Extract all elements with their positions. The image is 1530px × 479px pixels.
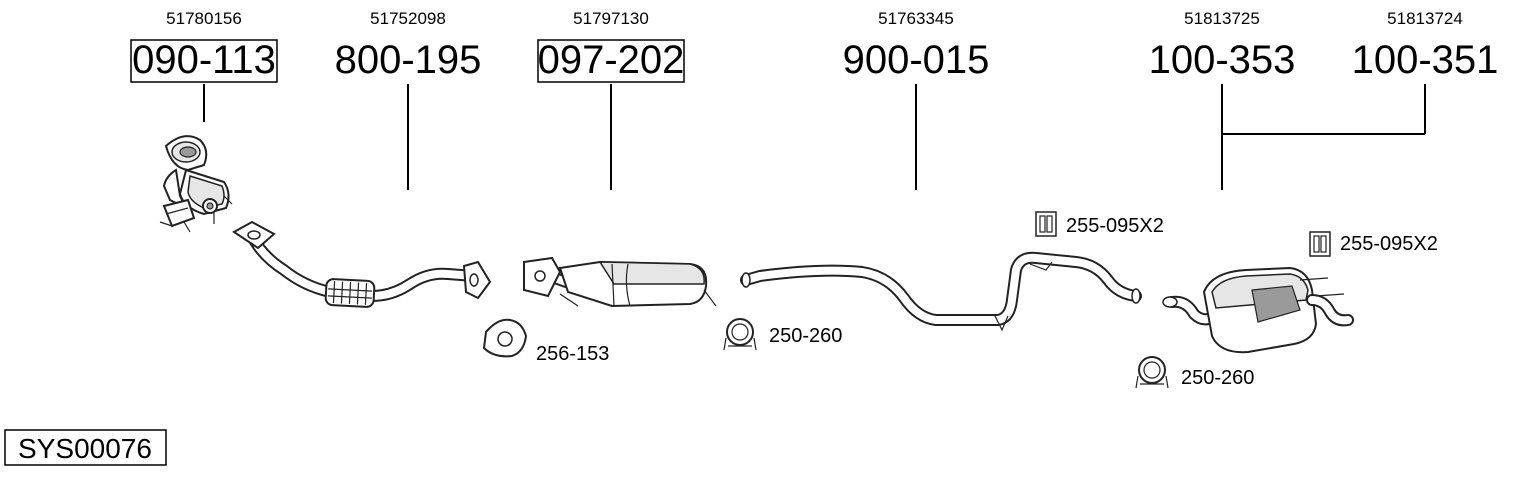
part-number-4[interactable]: 900-015: [843, 38, 990, 82]
rubber-hanger-icon: [1035, 211, 1057, 237]
accessory-label-3: 255-095X2: [1066, 215, 1164, 237]
middle-pipe-drawing[interactable]: [740, 251, 1142, 332]
part-number-3-box: [537, 39, 685, 83]
catalytic-converter-drawing[interactable]: [159, 135, 233, 233]
accessory-label-2: 250-260: [769, 325, 842, 347]
oem-number-6: 51813724: [1387, 9, 1463, 28]
clamp-250-260-b[interactable]: 250-260: [1135, 356, 1254, 389]
accessory-label-5: 250-260: [1181, 367, 1254, 389]
hanger-255-095x2-a[interactable]: 255-095X2: [1035, 211, 1164, 237]
part-number-2[interactable]: 800-195: [335, 38, 482, 82]
leader-lines: [203, 84, 1426, 190]
accessory-label-4: 255-095X2: [1340, 233, 1438, 255]
part-number-6[interactable]: 100-351: [1352, 38, 1499, 82]
gasket-256-153[interactable]: 256-153: [482, 318, 609, 365]
accessory-label-1: 256-153: [536, 343, 609, 365]
oem-number-5: 51813725: [1184, 9, 1260, 28]
hanger-255-095x2-b[interactable]: 255-095X2: [1309, 231, 1438, 257]
part-number-1-box: [130, 39, 278, 83]
part-number-1[interactable]: 090-113: [132, 38, 276, 82]
front-pipe-drawing[interactable]: [232, 220, 492, 308]
system-code-box: [4, 429, 167, 466]
part-number-5[interactable]: 100-353: [1149, 38, 1296, 82]
clamp-250-260-a[interactable]: 250-260: [723, 318, 842, 351]
rubber-hanger-icon: [1309, 231, 1331, 257]
part-number-3[interactable]: 097-202: [538, 38, 685, 82]
clamp-icon: [723, 318, 757, 351]
system-code: SYS00076: [18, 433, 152, 464]
oem-number-1: 51780156: [166, 9, 242, 28]
rear-silencer-drawing[interactable]: [1162, 266, 1354, 354]
oem-number-3: 51797130: [573, 9, 649, 28]
clamp-icon: [1135, 356, 1169, 389]
oem-number-2: 51752098: [370, 9, 446, 28]
particulate-filter-drawing[interactable]: [523, 256, 717, 308]
oem-number-4: 51763345: [878, 9, 954, 28]
